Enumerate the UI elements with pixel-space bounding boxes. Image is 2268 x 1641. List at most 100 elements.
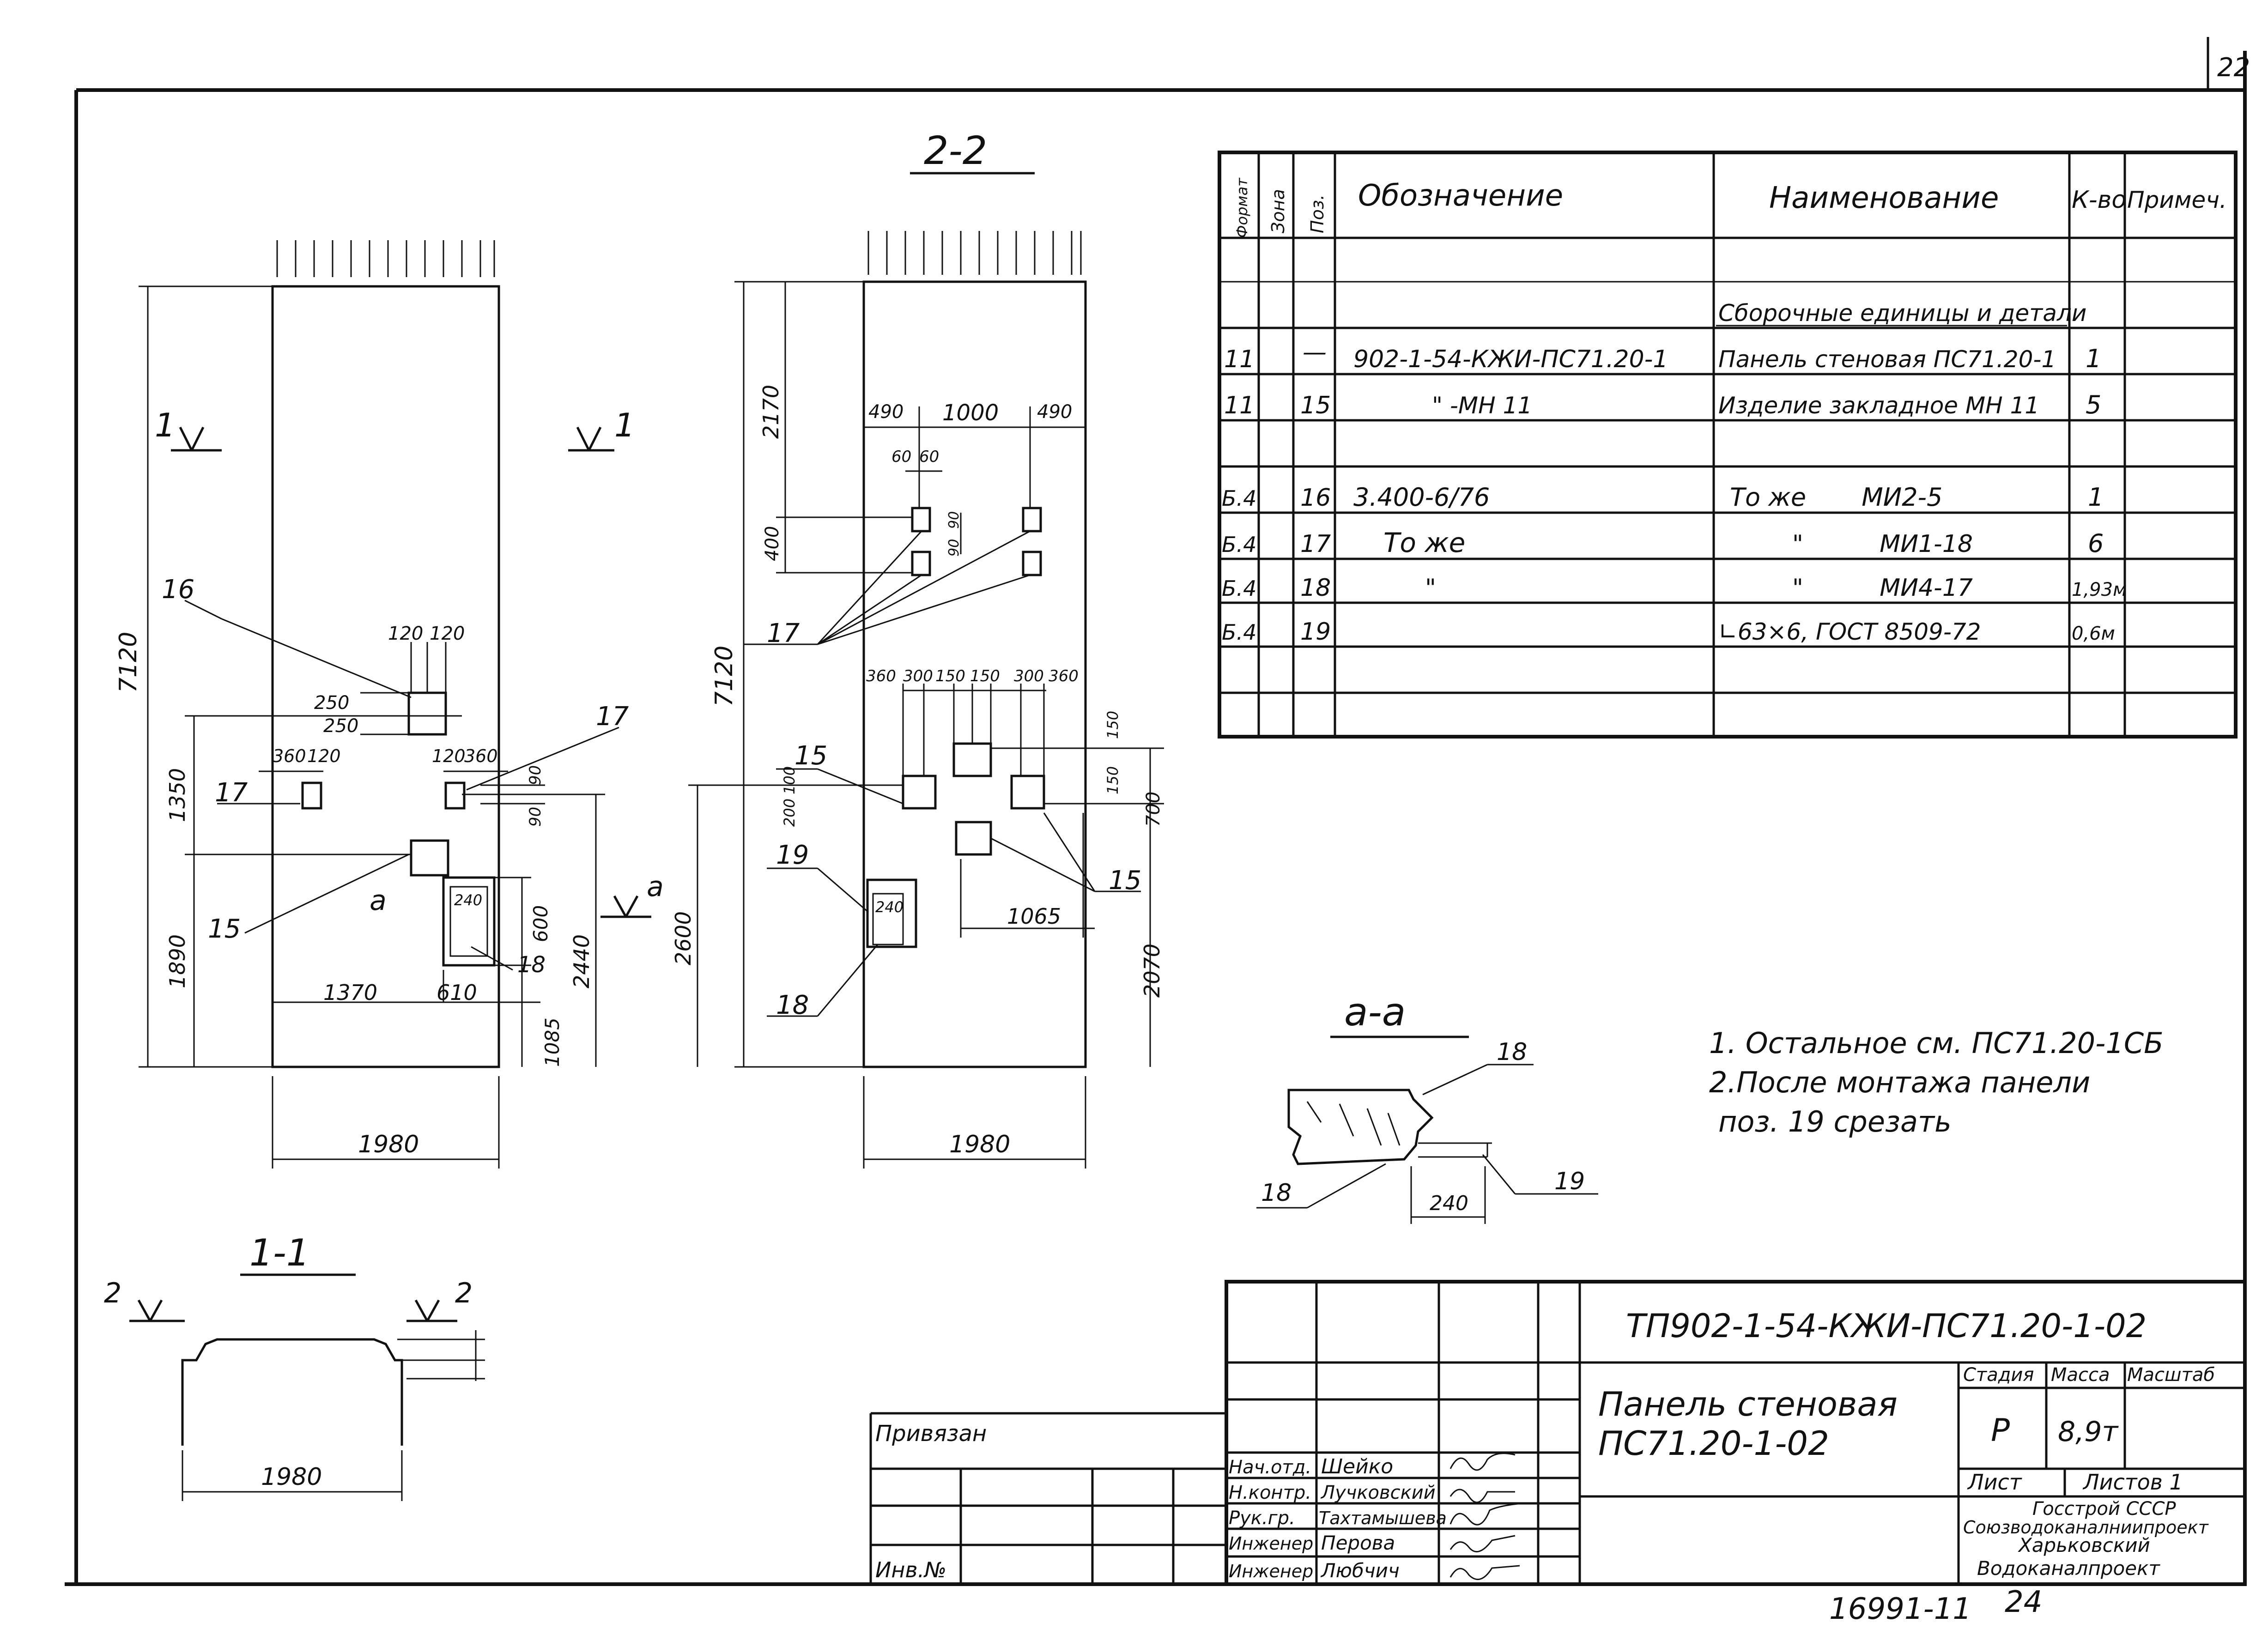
callout-19-section: 19 — [776, 840, 809, 870]
dim-right-240: 240 — [875, 898, 904, 916]
stage-label: Стадия — [1963, 1364, 2034, 1386]
row1-name: Панель стеновая ПС71.20-1 — [1718, 346, 2056, 373]
dim-right-90a: 90 — [946, 511, 962, 529]
section-assembly-title: Сборочные единицы и детали — [1718, 300, 2086, 327]
signatures — [1449, 1453, 1522, 1580]
callout-18-aa-bottom: 18 — [1261, 1179, 1292, 1207]
dim-left-610: 610 — [437, 980, 477, 1005]
row4-qty: 6 — [2088, 529, 2104, 558]
callout-18-aa-top: 18 — [1497, 1038, 1527, 1066]
dim-left-250a: 250 — [314, 692, 349, 714]
notes: 1. Остальное см. ПС71.20-1СБ 2.После мон… — [1709, 1026, 2164, 1138]
row3-format: Б.4 — [1222, 486, 1256, 511]
dim-left-1890: 1890 — [165, 934, 190, 988]
dim-left-90b: 90 — [526, 807, 545, 827]
title-block: ТП902-1-54-КЖИ-ПС71.20-1-02 Панель стено… — [869, 1280, 2247, 1586]
callout-18-section: 18 — [776, 990, 809, 1020]
row4-name: " МИ1-18 — [1792, 530, 1973, 558]
dim-right-300b: 300 — [1014, 667, 1044, 685]
inv-label: Инв.№ — [875, 1557, 946, 1582]
dim-right-150c: 150 — [1104, 711, 1122, 739]
tied-label: Привязан — [875, 1421, 987, 1447]
dim-left-120c: 120 — [307, 746, 341, 766]
drawing-code: ТП902-1-54-КЖИ-ПС71.20-1-02 — [1626, 1307, 2147, 1345]
dim-aa-240: 240 — [1430, 1192, 1468, 1215]
dim-right-1000: 1000 — [942, 400, 999, 426]
note-1: 1. Остальное см. ПС71.20-1СБ — [1709, 1026, 2164, 1060]
mass-label: Масса — [2051, 1364, 2110, 1386]
dim-left-1370: 1370 — [323, 980, 377, 1005]
dim-left-90a: 90 — [526, 765, 545, 785]
bottom-code: 16991-11 — [1829, 1592, 1971, 1626]
callout-15-section-right: 15 — [1109, 866, 1141, 896]
dim-right-150b: 150 — [970, 667, 1000, 685]
cut-mark-1-left: 1 — [155, 406, 176, 444]
dim-left-250b: 250 — [323, 715, 358, 737]
dim-right-150a: 150 — [935, 667, 965, 685]
org-line-3: Харьковский — [2018, 1534, 2150, 1556]
row3-qty: 1 — [2088, 483, 2104, 512]
dim-right-1065: 1065 — [1007, 904, 1061, 929]
staff-1-role: Нач.отд. — [1229, 1457, 1311, 1478]
dim-right-490a: 490 — [868, 401, 904, 423]
row5-pos: 18 — [1300, 574, 1331, 602]
note-3: поз. 19 срезать — [1718, 1105, 1952, 1138]
cut-mark-2-right: 2 — [455, 1277, 473, 1309]
staff-2-role: Н.контр. — [1229, 1482, 1311, 1503]
section-1-1: 1-1 2 2 1980 — [104, 1231, 485, 1501]
row5-qty: 1,93м — [2072, 579, 2127, 600]
sheet-label: Лист — [1967, 1470, 2022, 1495]
header-name: Наименование — [1769, 181, 1999, 215]
dim-right-60b: 60 — [919, 448, 939, 466]
cut-mark-a-left: a — [370, 884, 387, 917]
row2-designation: " -МН 11 — [1432, 392, 1532, 419]
row1-format: 11 — [1224, 345, 1255, 373]
dim-left-1350: 1350 — [165, 768, 190, 822]
staff-3-name: Тахтамышева — [1319, 1508, 1447, 1528]
dim-right-360a: 360 — [866, 667, 896, 685]
row6-qty: 0,6м — [2072, 623, 2115, 644]
cut-mark-2-left: 2 — [104, 1277, 121, 1309]
section-2-2-title: 2-2 — [924, 128, 987, 173]
header-format: Формат — [1233, 177, 1251, 238]
dim-left-1085: 1085 — [541, 1017, 564, 1067]
org-line-2: Союзводоканалниипроект — [1963, 1517, 2209, 1538]
dim-right-2170: 2170 — [758, 385, 783, 439]
row4-designation: То же — [1383, 527, 1465, 558]
dim-right-360b: 360 — [1049, 667, 1079, 685]
header-designation: Обозначение — [1358, 179, 1563, 213]
row6-format: Б.4 — [1222, 620, 1256, 645]
dim-left-600: 600 — [529, 905, 552, 942]
row5-designation: " — [1425, 574, 1436, 602]
dim-section-1-1-width: 1980 — [261, 1463, 322, 1491]
row2-pos: 15 — [1300, 392, 1331, 419]
callout-15-left: 15 — [208, 914, 241, 944]
org-line-4: Водоканалпроект — [1977, 1557, 2160, 1580]
dim-right-width: 1980 — [949, 1131, 1010, 1158]
row1-qty: 1 — [2086, 344, 2101, 373]
title-line-1: Панель стеновая — [1598, 1385, 1898, 1423]
section-1-1-title: 1-1 — [249, 1231, 310, 1274]
dim-left-2440: 2440 — [569, 934, 594, 988]
staff-1-name: Шейко — [1321, 1455, 1393, 1478]
stage-value: Р — [1991, 1412, 2010, 1449]
staff-4-role: Инженер — [1229, 1533, 1313, 1554]
dim-left-120a: 120 — [388, 623, 423, 644]
staff-2-name: Лучковский — [1320, 1482, 1436, 1503]
dim-left-360b: 360 — [464, 746, 498, 766]
header-qty: К-во — [2072, 186, 2126, 214]
row2-format: 11 — [1224, 392, 1255, 419]
callout-17-left: 17 — [215, 778, 248, 808]
row4-pos: 17 — [1300, 530, 1331, 558]
dim-left-width: 1980 — [358, 1131, 419, 1158]
section-a-a-title: a-a — [1344, 989, 1406, 1035]
row2-name: Изделие закладное МН 11 — [1718, 392, 2039, 419]
row6-name: ∟63×6, ГОСТ 8509-72 — [1718, 618, 1981, 645]
header-zone: Зона — [1268, 189, 1288, 233]
left-elevation: 1 1 a a 7120 1350 1890 1085 2440 600 90 … — [115, 240, 664, 1169]
dim-left-120b: 120 — [430, 623, 465, 644]
cut-mark-a-right: a — [647, 871, 664, 903]
row4-format: Б.4 — [1222, 532, 1256, 557]
org-line-1: Госстрой СССР — [2032, 1498, 2176, 1520]
row5-format: Б.4 — [1222, 576, 1256, 601]
